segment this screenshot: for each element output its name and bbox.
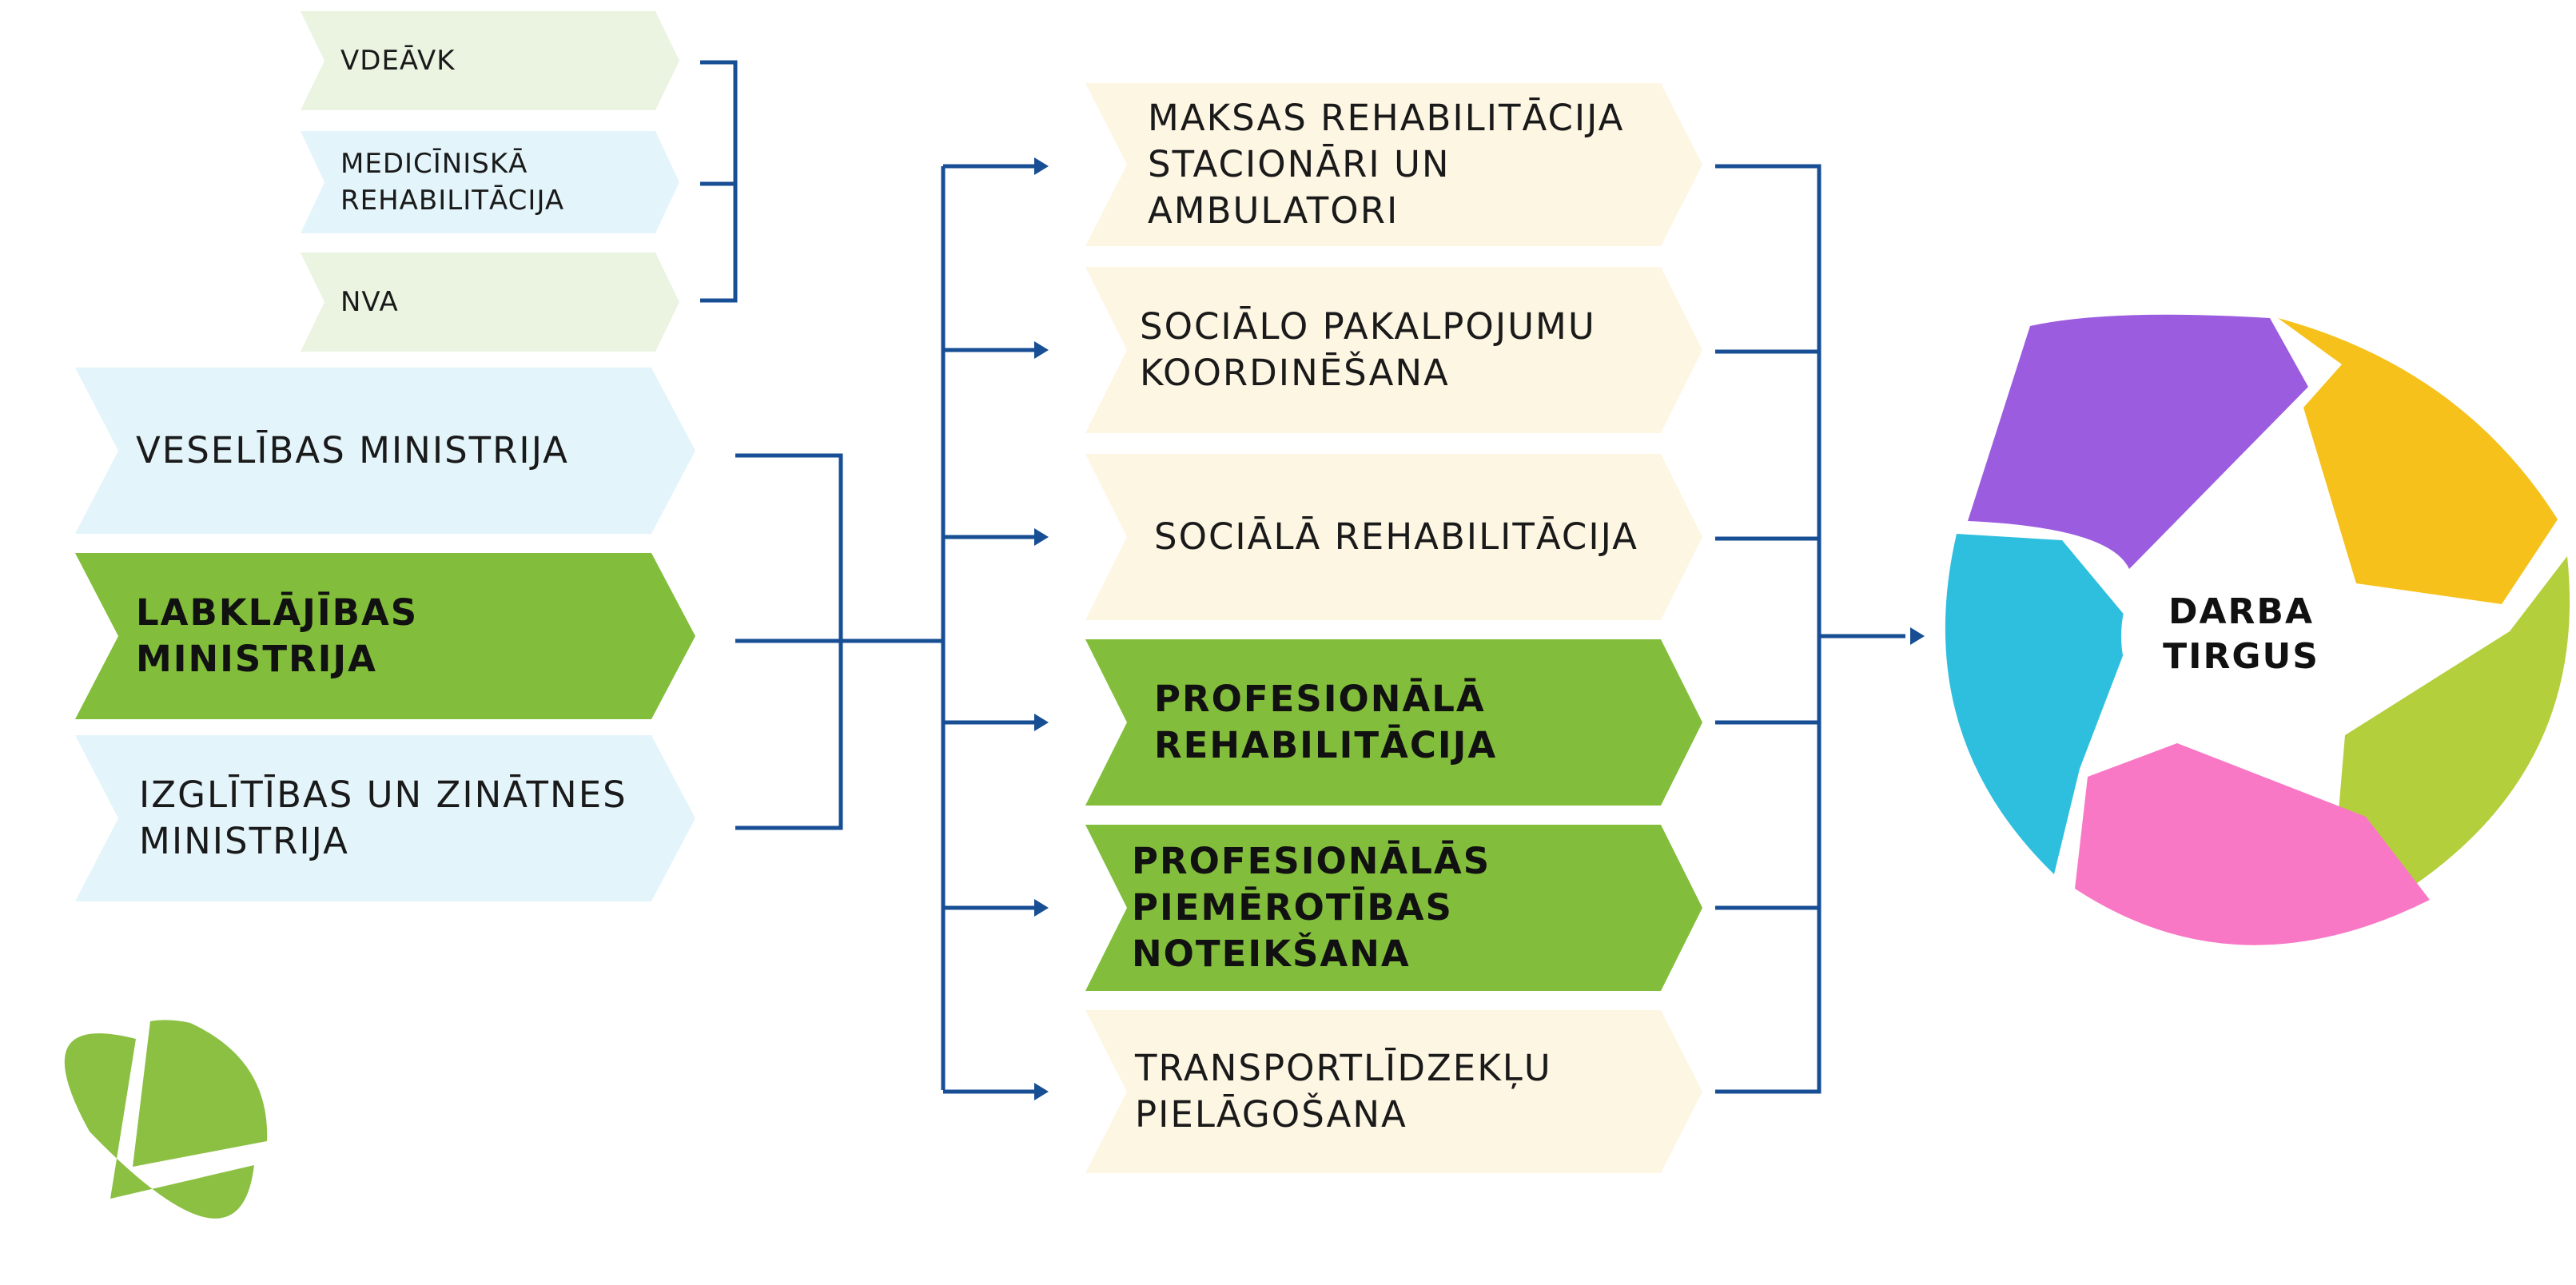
cycle-segment-blue — [1945, 534, 2134, 874]
arrow-head-icon — [1034, 157, 1049, 175]
cycle-segment-purple — [1968, 314, 2308, 569]
arrow-head-icon — [1910, 627, 1925, 645]
service-paid-rehab: MAKSAS REHABILITĀCIJA STACIONĀRI UN AMBU… — [1148, 83, 1659, 246]
service-label: MAKSAS REHABILITĀCIJA STACIONĀRI UN AMBU… — [1148, 97, 1625, 232]
service-chevron — [1085, 639, 1702, 806]
service-label: TRANSPORTLĪDZEKĻU PIELĀGOŠANA — [1135, 1047, 1552, 1136]
labor-market-label: DARBA TIRGUS — [2163, 591, 2319, 677]
logo-mark — [64, 1033, 254, 1219]
sub-agency-chevron — [301, 253, 679, 352]
arrow-head-icon — [1034, 714, 1049, 731]
service-vehicle-adaptation: TRANSPORTLĪDZEKĻU PIELĀGOŠANA — [1135, 1010, 1646, 1173]
sub-agency-bracket — [700, 60, 738, 303]
ministry-chevron — [75, 368, 695, 534]
sub-agency-chevron — [301, 11, 679, 110]
arrow-heads — [1034, 157, 1925, 1100]
arrow-head-icon — [1034, 528, 1049, 546]
sub-agency-nva: NVA — [340, 253, 644, 352]
service-label: SOCIĀLĀ REHABILITĀCIJA — [1154, 515, 1638, 558]
sub-agency-medical-rehab: MEDICĪNISKĀ REHABILITĀCIJA — [340, 131, 644, 233]
connector-lines — [700, 60, 1905, 1094]
ministry-chevron — [75, 735, 695, 901]
ministry-label: IZGLĪTĪBAS UN ZINĀTNES MINISTRIJA — [139, 774, 627, 862]
service-label: SOCIĀLO PAKALPOJUMU KOORDINĒŠANA — [1140, 305, 1596, 394]
service-social-rehab: SOCIĀLĀ REHABILITĀCIJA — [1154, 454, 1666, 620]
service-label: PROFESIONĀLĀ REHABILITĀCIJA — [1154, 678, 1498, 766]
arrow-head-icon — [1034, 341, 1049, 359]
services-bracket — [1715, 164, 1822, 1094]
sub-agency-label: MEDICĪNISKĀ REHABILITĀCIJA — [340, 148, 565, 217]
arrow-head-icon — [1034, 1083, 1049, 1100]
ministry-chevron — [75, 553, 695, 719]
service-label: PROFESIONĀLĀS PIEMĒROTĪBAS NOTEIKŠANA — [1132, 840, 1491, 975]
service-professional-rehab: PROFESIONĀLĀ REHABILITĀCIJA — [1154, 639, 1666, 806]
service-chevron — [1085, 1010, 1702, 1173]
cycle-segment-lime — [2335, 556, 2570, 889]
service-social-coordination: SOCIĀLO PAKALPOJUMU KOORDINĒŠANA — [1140, 267, 1651, 433]
chevron-shapes — [75, 11, 1702, 1173]
ministry-education: IZGLĪTĪBAS UN ZINĀTNES MINISTRIJA — [139, 735, 651, 901]
ministry-health: VESELĪBAS MINISTRIJA — [136, 368, 647, 534]
ministry-label: VESELĪBAS MINISTRIJA — [136, 429, 569, 471]
arrow-head-icon — [1034, 899, 1049, 917]
logo-icon — [64, 1020, 268, 1219]
service-chevron — [1085, 454, 1702, 620]
cycle-segment-yellow — [2278, 318, 2558, 604]
cycle-segment-pink — [2075, 743, 2430, 945]
sub-agency-chevron — [301, 131, 679, 233]
cycle-ring-icon — [1945, 314, 2570, 945]
sub-agency-label: VDEĀVK — [340, 45, 456, 77]
service-chevron — [1085, 825, 1702, 991]
ministry-label: LABKLĀJĪBAS MINISTRIJA — [136, 591, 419, 680]
service-professional-suitability: PROFESIONĀLĀS PIEMĒROTĪBAS NOTEIKŠANA — [1132, 825, 1707, 991]
ministry-welfare: LABKLĀJĪBAS MINISTRIJA — [136, 553, 647, 719]
sub-agency-vdeavk: VDEĀVK — [340, 11, 644, 110]
cycle-center-disc — [2121, 516, 2361, 756]
logo-mark-upper — [133, 1020, 268, 1167]
service-chevron — [1085, 83, 1702, 246]
sub-agency-label: NVA — [340, 286, 399, 318]
service-chevron — [1085, 267, 1702, 433]
